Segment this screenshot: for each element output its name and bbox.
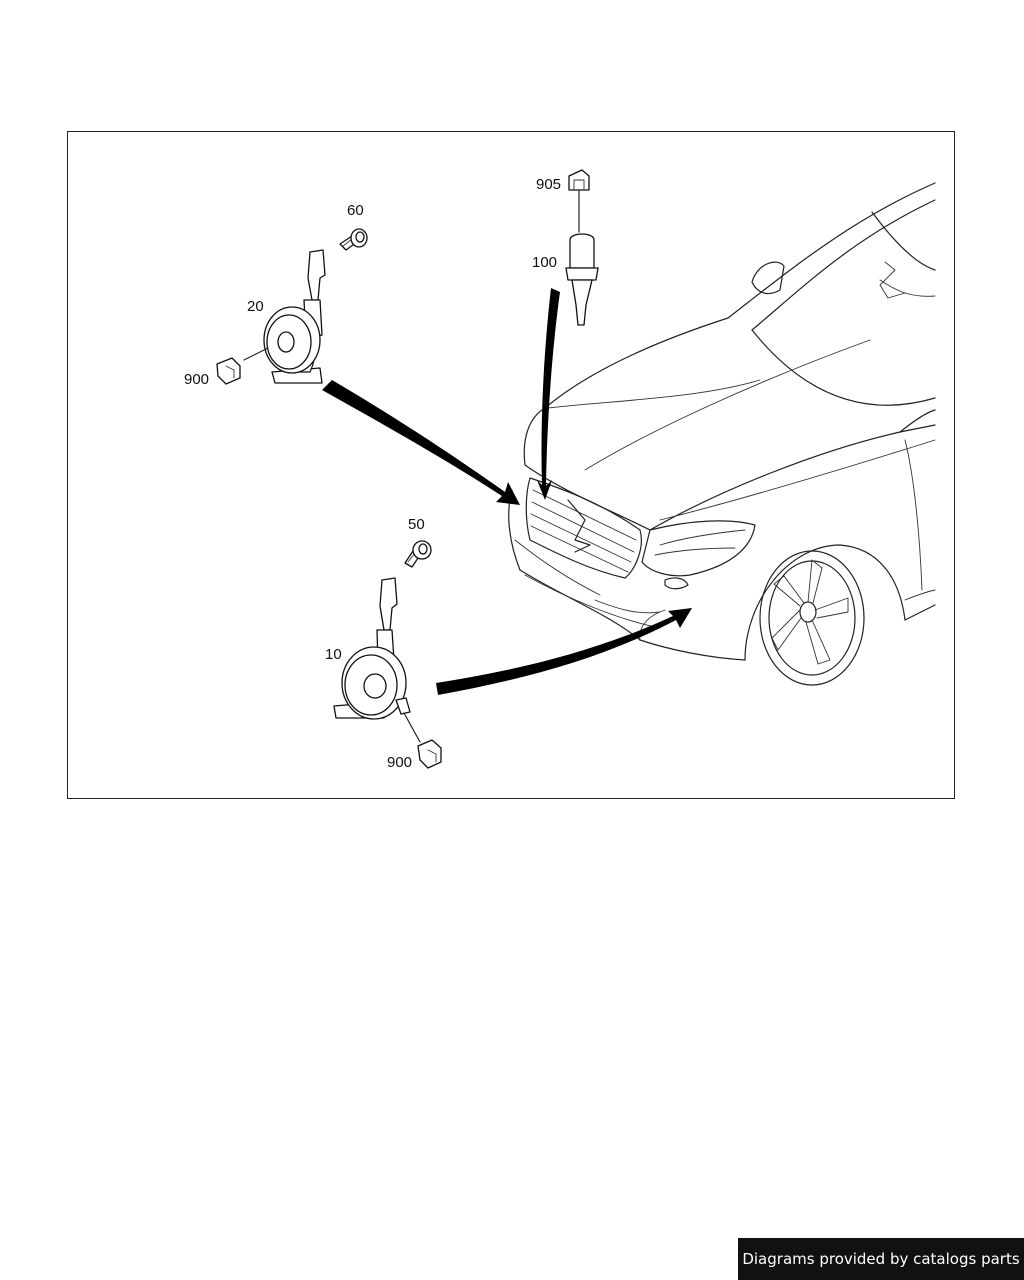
callout-905: 905	[536, 176, 561, 193]
callout-20: 20	[247, 298, 264, 315]
horn-10	[333, 577, 421, 743]
callout-50: 50	[408, 516, 425, 533]
car-illustration	[508, 182, 936, 686]
assembly-arrows	[322, 288, 692, 695]
callout-10: 10	[325, 646, 342, 663]
connector-905	[568, 169, 590, 233]
diagram-frame	[67, 131, 955, 799]
credit-banner: Diagrams provided by catalogs parts	[738, 1238, 1024, 1280]
callout-900-bottom: 900	[387, 754, 412, 771]
connector-900-bottom	[417, 739, 442, 769]
callout-900-top: 900	[184, 371, 209, 388]
sensor-100	[565, 233, 599, 326]
callout-100: 100	[532, 254, 557, 271]
horn-20	[243, 249, 326, 384]
bolt-50	[404, 540, 432, 568]
callout-60: 60	[347, 202, 364, 219]
bolt-60	[339, 228, 368, 251]
connector-900-top	[216, 357, 241, 385]
